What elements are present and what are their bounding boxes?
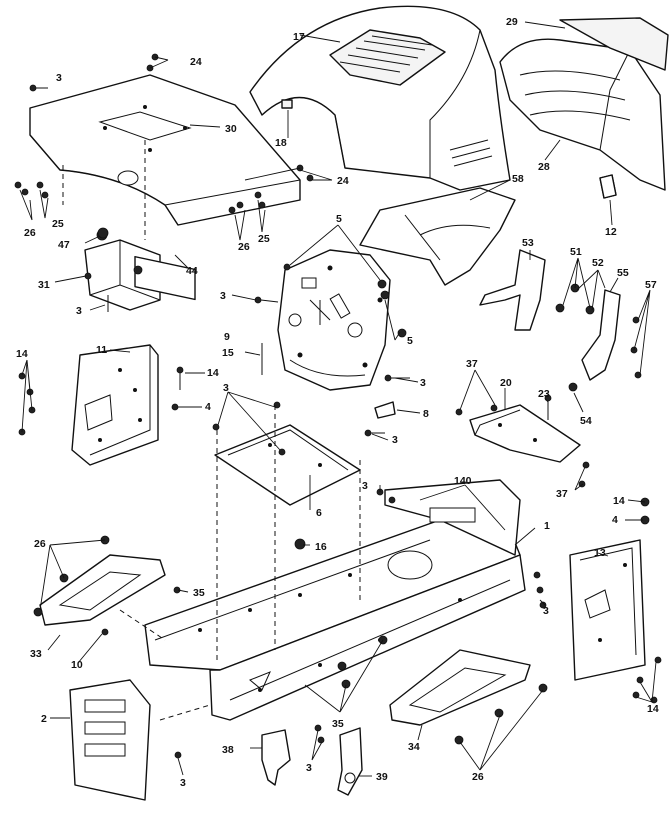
- side-panel-left: [71, 344, 159, 466]
- callout-33: 33: [30, 648, 42, 660]
- callout-3: 3: [223, 382, 229, 394]
- callout-26: 26: [24, 227, 36, 239]
- callout-31: 31: [38, 279, 50, 291]
- callout-24: 24: [190, 56, 202, 68]
- grille: [499, 17, 669, 199]
- callout-29: 29: [506, 16, 518, 28]
- callout-6: 6: [316, 507, 322, 519]
- callout-3: 3: [420, 377, 426, 389]
- callout-1: 1: [544, 520, 550, 532]
- callout-35: 35: [332, 718, 344, 730]
- dash-cover: [29, 74, 301, 226]
- leader-lines: [19, 21, 657, 777]
- callout-13: 13: [594, 547, 606, 559]
- callout-47: 47: [58, 239, 70, 251]
- callout-52: 52: [592, 257, 604, 269]
- front-panel: [69, 679, 151, 801]
- clip-12: [599, 174, 617, 199]
- callout-37: 37: [466, 358, 478, 370]
- callout-3: 3: [392, 434, 398, 446]
- hardware: [14, 53, 662, 759]
- callout-3: 3: [362, 480, 368, 492]
- callout-54: 54: [580, 415, 592, 427]
- callout-25: 25: [258, 233, 270, 245]
- callout-4: 4: [612, 514, 618, 526]
- bracket-20: [469, 404, 581, 463]
- footrest-left: [39, 554, 166, 626]
- callout-23: 23: [538, 388, 550, 400]
- callout-3: 3: [306, 762, 312, 774]
- callout-16: 16: [315, 541, 327, 553]
- shield-58: [359, 187, 516, 286]
- callout-51: 51: [570, 246, 582, 258]
- callout-30: 30: [225, 123, 237, 135]
- callout-18: 18: [275, 137, 287, 149]
- callout-26: 26: [472, 771, 484, 783]
- battery-bracket: [84, 229, 196, 311]
- bracket-55: [581, 289, 621, 381]
- callout-44: 44: [186, 265, 198, 277]
- callout-26: 26: [34, 538, 46, 550]
- callout-24: 24: [337, 175, 349, 187]
- callout-55: 55: [617, 267, 629, 279]
- hood: [249, 5, 511, 191]
- footrest-right: [389, 649, 531, 726]
- callout-38: 38: [222, 744, 234, 756]
- callout-labels: 3 24 17 29 30 18 28 25 26 24 58 12 26 25…: [16, 16, 659, 789]
- bracket-8: [374, 401, 396, 419]
- callout-37: 37: [556, 488, 568, 500]
- side-panel-right: [569, 539, 646, 681]
- callout-3: 3: [180, 777, 186, 789]
- callout-39: 39: [376, 771, 388, 783]
- callout-17: 17: [293, 31, 305, 43]
- callout-14: 14: [613, 495, 625, 507]
- callout-58: 58: [512, 173, 524, 185]
- callout-5: 5: [407, 335, 413, 347]
- callout-4: 4: [205, 401, 211, 413]
- callout-57: 57: [645, 279, 657, 291]
- callout-140: 140: [454, 475, 472, 487]
- dash-panel: [277, 249, 391, 391]
- callout-3: 3: [56, 72, 62, 84]
- callout-53: 53: [522, 237, 534, 249]
- callout-8: 8: [423, 408, 429, 420]
- bracket-39: [337, 727, 363, 796]
- callout-3: 3: [220, 290, 226, 302]
- callout-9: 9: [224, 331, 230, 343]
- assembly-lines: [62, 140, 361, 721]
- bracket-53: [479, 249, 546, 331]
- callout-28: 28: [538, 161, 550, 173]
- callout-26: 26: [238, 241, 250, 253]
- callout-14: 14: [647, 703, 659, 715]
- callout-10: 10: [71, 659, 83, 671]
- main-frame: [144, 479, 526, 721]
- callout-25: 25: [52, 218, 64, 230]
- callout-5: 5: [336, 213, 342, 225]
- floor-plate: [214, 424, 361, 506]
- callout-12: 12: [605, 226, 617, 238]
- callout-15: 15: [222, 347, 234, 359]
- callout-14: 14: [16, 348, 28, 360]
- callout-3: 3: [543, 605, 549, 617]
- callout-35: 35: [193, 587, 205, 599]
- callout-3: 3: [76, 305, 82, 317]
- callout-11: 11: [96, 344, 107, 356]
- callout-2: 2: [41, 713, 47, 725]
- callout-14: 14: [207, 367, 219, 379]
- callout-34: 34: [408, 741, 420, 753]
- bracket-38: [261, 729, 291, 786]
- callout-20: 20: [500, 377, 512, 389]
